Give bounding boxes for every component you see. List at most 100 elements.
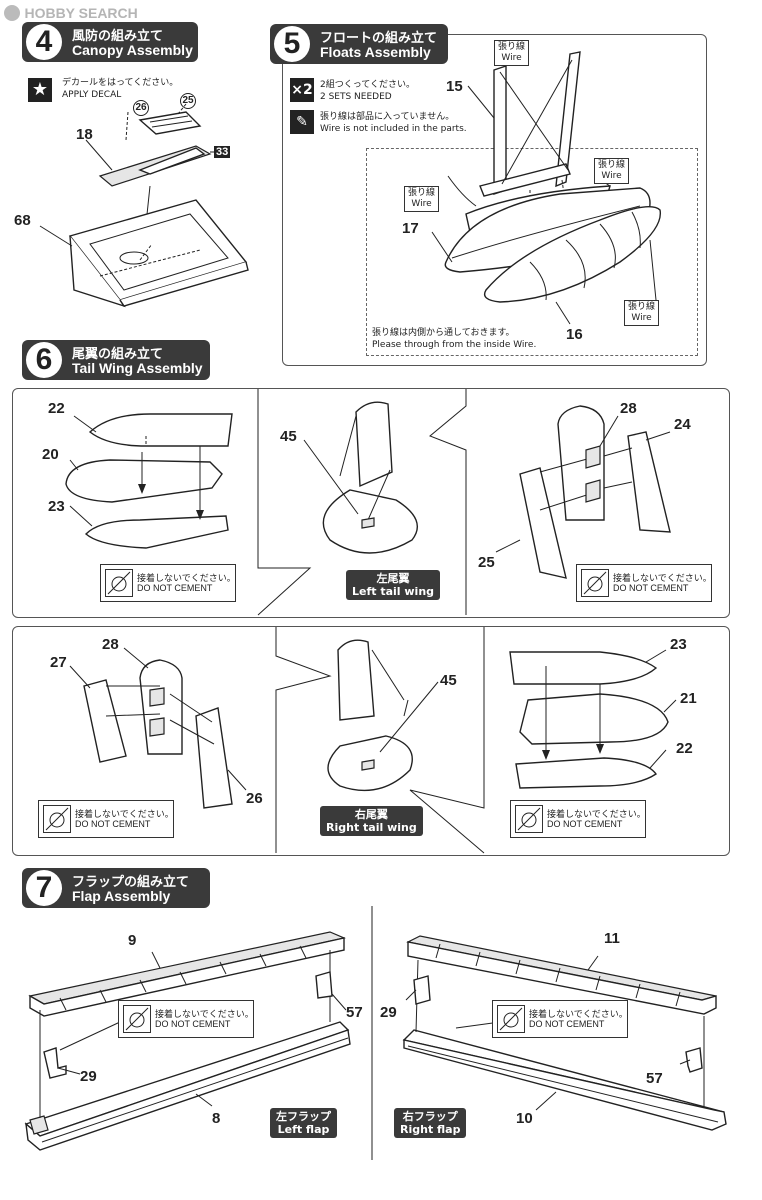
watermark: HOBBY SEARCH: [4, 4, 138, 22]
wire-label-bottom-jp: 張り線: [628, 302, 656, 312]
nc-box-6c: 接着しないでください。 DO NOT CEMENT: [38, 800, 174, 838]
nc-box-6d-en: DO NOT CEMENT: [547, 819, 623, 829]
right-tail-wing-en: Right tail wing: [326, 821, 417, 834]
no-cement-icon: [123, 1005, 151, 1033]
decal-note-en: APPLY DECAL: [62, 90, 122, 100]
wire-label-left-jp: 張り線: [408, 188, 436, 198]
step7-part-29-left: 29: [80, 1068, 97, 1085]
right-tail-wing-jp: 右尾翼: [354, 808, 388, 821]
step5-part-15: 15: [446, 78, 463, 95]
no-cement-icon: [497, 1005, 525, 1033]
wire-note-jp: 張り線は部品に入っていません。: [320, 112, 455, 122]
step6-part-22-top: 22: [48, 400, 65, 417]
step4-title-jp: 風防の組み立て: [72, 29, 164, 44]
step7-number: 7: [26, 870, 62, 906]
step4-part-68: 68: [14, 212, 31, 229]
step7-header: 7 フラップの組み立て Flap Assembly: [22, 868, 210, 908]
step7-title-jp: フラップの組み立て: [72, 875, 190, 890]
wire-label-top: 張り線 Wire: [494, 40, 530, 66]
wire-brush-icon: ✎: [290, 110, 314, 134]
sets-note-jp: 2組つくってください。: [320, 80, 416, 90]
step6-part-23-top: 23: [48, 498, 65, 515]
step6-part-21: 21: [680, 690, 697, 707]
nc-box-7b-jp: 接着しないでください。: [529, 1010, 628, 1020]
step4-part-25: 25: [180, 93, 196, 109]
nc-box-6b-jp: 接着しないでください。: [613, 574, 712, 584]
step7-part-11: 11: [604, 930, 620, 947]
left-tail-wing-jp: 左尾翼: [376, 572, 410, 585]
step7-part-10: 10: [516, 1110, 533, 1127]
step5-title-jp: フロートの組み立て: [320, 31, 438, 46]
nc-box-6a-jp: 接着しないでください。: [137, 574, 236, 584]
step4-part-18: 18: [76, 126, 93, 143]
nc-box-7a-en: DO NOT CEMENT: [155, 1019, 231, 1029]
step5-part-17: 17: [402, 220, 419, 237]
step7-title-en: Flap Assembly: [72, 888, 171, 904]
through-note-jp: 張り線は内側から通しておきます。: [372, 328, 515, 338]
nc-box-6c-jp: 接着しないでください。: [75, 810, 174, 820]
wire-note-en: Wire is not included in the parts.: [320, 124, 467, 134]
step6-part-25: 25: [478, 554, 495, 571]
right-flap-en: Right flap: [400, 1123, 461, 1136]
step6-title-en: Tail Wing Assembly: [72, 360, 203, 376]
step4-title-en: Canopy Assembly: [72, 42, 193, 58]
step4-number: 4: [26, 24, 62, 60]
step6-header: 6 尾翼の組み立て Tail Wing Assembly: [22, 340, 210, 380]
step5-number: 5: [274, 26, 310, 62]
nc-box-6b: 接着しないでください。 DO NOT CEMENT: [576, 564, 712, 602]
decal-note-jp: デカールをはってください。: [62, 78, 179, 88]
watermark-logo-icon: [4, 4, 20, 21]
wire-label-left-en: Wire: [411, 199, 432, 209]
wire-label-right-jp: 張り線: [598, 160, 626, 170]
nc-box-6d-jp: 接着しないでください。: [547, 810, 646, 820]
right-flap-jp: 右フラップ: [402, 1110, 458, 1123]
nc-box-7b: 接着しないでください。 DO NOT CEMENT: [492, 1000, 628, 1038]
decal-star-icon: ★: [28, 78, 52, 102]
nc-box-6b-en: DO NOT CEMENT: [613, 583, 689, 593]
step5-header: 5 フロートの組み立て Floats Assembly: [270, 24, 448, 64]
step7-part-29-right: 29: [380, 1004, 397, 1021]
nc-box-6c-en: DO NOT CEMENT: [75, 819, 151, 829]
nc-box-7a: 接着しないでください。 DO NOT CEMENT: [118, 1000, 254, 1038]
step4-header: 4 風防の組み立て Canopy Assembly: [22, 22, 198, 62]
x2-icon: ×2: [290, 78, 314, 102]
wire-label-bottom: 張り線 Wire: [624, 300, 660, 326]
step6-part-22-bottom: 22: [676, 740, 693, 757]
nc-box-6a: 接着しないでください。 DO NOT CEMENT: [100, 564, 236, 602]
step4-part-26: 26: [133, 100, 149, 116]
wire-label-right-en: Wire: [601, 171, 622, 181]
step7-part-8: 8: [212, 1110, 221, 1127]
no-cement-icon: [581, 569, 609, 597]
step5-title-en: Floats Assembly: [320, 44, 431, 60]
wire-label-top-jp: 張り線: [498, 42, 526, 52]
left-flap-en: Left flap: [277, 1123, 330, 1136]
wire-label-bottom-en: Wire: [631, 313, 652, 323]
nc-box-6d: 接着しないでください。 DO NOT CEMENT: [510, 800, 646, 838]
step6-part-28-top: 28: [620, 400, 637, 417]
step7-part-57-left: 57: [346, 1004, 363, 1021]
step6-part-24: 24: [674, 416, 691, 433]
step6-part-26: 26: [246, 790, 263, 807]
step6-title-jp: 尾翼の組み立て: [72, 347, 164, 362]
step6-part-23-bottom: 23: [670, 636, 687, 653]
nc-box-7a-jp: 接着しないでください。: [155, 1010, 254, 1020]
wire-label-left: 張り線 Wire: [404, 186, 440, 212]
left-tail-wing-label: 左尾翼 Left tail wing: [346, 570, 441, 600]
watermark-text: HOBBY SEARCH: [24, 4, 138, 21]
no-cement-icon: [105, 569, 133, 597]
no-cement-icon: [515, 805, 543, 833]
step6-part-45-top: 45: [280, 428, 297, 445]
step4-part-33: 33: [214, 146, 231, 158]
left-flap-label: 左フラップ Left flap: [270, 1108, 337, 1138]
left-tail-wing-en: Left tail wing: [352, 585, 435, 598]
wire-label-top-en: Wire: [501, 53, 522, 63]
through-note-en: Please through from the inside Wire.: [372, 340, 537, 350]
wire-label-right: 張り線 Wire: [594, 158, 630, 184]
nc-box-6a-en: DO NOT CEMENT: [137, 583, 213, 593]
float-detail-box: [366, 148, 698, 356]
